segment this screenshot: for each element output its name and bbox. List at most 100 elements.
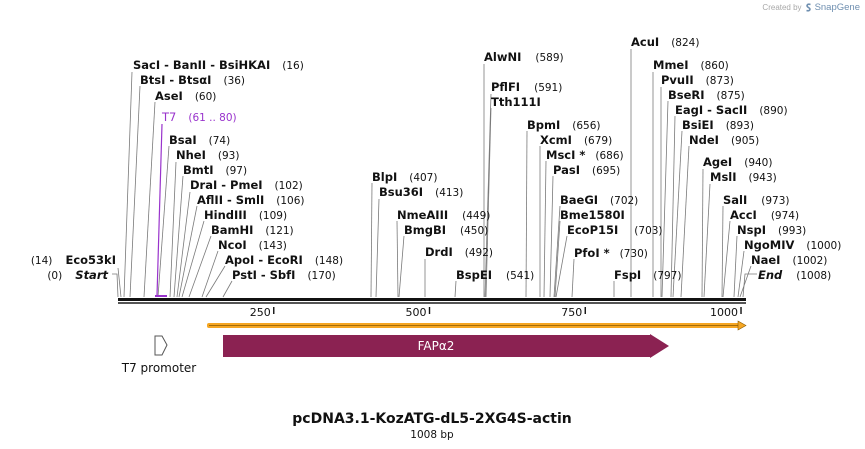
site-label-start[interactable]: (0) Start: [47, 264, 108, 283]
site-label-baegi[interactable]: BaeGI(702): [560, 193, 638, 207]
site-pos-start: (0): [47, 270, 62, 282]
site-label-pasi[interactable]: PasI(695): [553, 163, 620, 177]
site-pos-bamhi: (121): [265, 225, 293, 237]
site-pos-ecop15i: (703): [634, 225, 662, 237]
map-subtitle: 1008 bp: [410, 429, 454, 441]
site-label-msli[interactable]: MslI(943): [710, 170, 777, 184]
site-label-eagi[interactable]: EagI - SacII(890): [675, 103, 788, 117]
site-label-ecop15i[interactable]: EcoP15I(703): [567, 223, 663, 237]
credit-brand: SnapGene: [814, 2, 860, 13]
site-name-baegi: BaeGI: [560, 193, 598, 207]
site-name-psti: PstI - SbfI: [232, 268, 295, 282]
site-label-nhei[interactable]: NheI(93): [176, 148, 239, 162]
site-label-bsai[interactable]: BsaI(74): [169, 133, 230, 147]
site-label-ndei[interactable]: NdeI (905): [689, 133, 759, 147]
site-name-ndei: NdeI: [689, 133, 719, 147]
leader-nmeaiii: [396, 220, 399, 298]
site-pos-acui: (824): [671, 37, 699, 49]
leader-nspi: [733, 235, 738, 298]
t7-primer[interactable]: [155, 123, 167, 297]
leader-ndei: [680, 145, 690, 298]
site-label-mmei[interactable]: MmeI(860): [653, 58, 729, 72]
site-name-pvuii: PvuII: [661, 73, 694, 87]
site-label-bmgbi[interactable]: BmgBI(450): [404, 223, 488, 237]
site-label-nmeaiii[interactable]: NmeAIII(449): [397, 208, 490, 222]
site-label-alwni[interactable]: AlwNI(589): [484, 50, 564, 64]
site-label-naei[interactable]: NaeI(1002): [751, 253, 827, 267]
site-label-bsu36i[interactable]: Bsu36I(413): [379, 185, 463, 199]
site-label-msci[interactable]: MscI *(686): [546, 148, 624, 162]
site-label-ncoi[interactable]: NcoI(143): [218, 238, 287, 252]
site-label-pfoi[interactable]: PfoI *(730): [574, 246, 648, 260]
site-leader-lines: [112, 49, 757, 298]
site-name-bspei: BspEI: [456, 268, 492, 282]
leader-eagi: [670, 115, 676, 298]
created-by-credit: Created by SnapGene: [762, 2, 860, 13]
leader-sali: [721, 205, 724, 298]
site-pos-pflfi: (591): [534, 82, 562, 94]
site-pos-pfoi: (730): [620, 248, 648, 260]
leader-msli: [703, 183, 711, 298]
leader-bmti: [173, 175, 184, 298]
site-pos-drdi: (492): [465, 247, 493, 259]
ruler-tick-label-500: 500: [406, 306, 427, 319]
site-label-bpmi[interactable]: BpmI(656): [527, 118, 601, 132]
site-label-ngomiv[interactable]: NgoMIV(1000): [744, 238, 841, 252]
sequence-backbone: [118, 298, 746, 304]
leader-bamhi: [188, 235, 212, 298]
site-label-asei[interactable]: AseI(60): [155, 89, 216, 103]
site-label-psti[interactable]: PstI - SbfI(170): [232, 268, 336, 282]
site-label-fspi[interactable]: FspI(797): [614, 268, 681, 282]
site-pos-alwni: (589): [535, 52, 563, 64]
site-label-btsi[interactable]: BtsI - BtsαI(36): [140, 73, 245, 87]
site-name-asei: AseI: [155, 89, 183, 103]
site-label-bmti[interactable]: BmtI(97): [183, 163, 247, 177]
site-pos-blpi: (407): [409, 172, 437, 184]
site-pos-ngomiv: (1000): [806, 240, 841, 252]
site-name-msli: MslI: [710, 170, 737, 184]
site-label-end[interactable]: End(1008): [758, 268, 831, 282]
leader-tth111i: [485, 107, 492, 298]
site-label-nspi[interactable]: NspI(993): [737, 223, 806, 237]
site-pos-ndei: (905): [731, 135, 759, 147]
site-name-tth111i: Tth111I: [491, 95, 541, 109]
site-label-bseri[interactable]: BseRI(875): [668, 88, 745, 102]
site-label-drai[interactable]: DraI - PmeI(102): [190, 178, 303, 192]
site-label-bspei[interactable]: BspEI(541): [456, 268, 534, 282]
site-name-bpmi: BpmI: [527, 118, 560, 132]
site-label-drdi[interactable]: DrdI(492): [425, 245, 493, 259]
t7-promoter-label: T7 promoter: [121, 361, 197, 375]
site-label-bsiei[interactable]: BsiEI(893): [682, 118, 754, 132]
site-label-agei[interactable]: AgeI(940): [703, 155, 772, 169]
site-label-bme1580i[interactable]: Bme1580I: [560, 208, 625, 222]
site-pos-bmti: (97): [226, 165, 248, 177]
ruler-tick-label-250: 250: [250, 306, 271, 319]
site-name-nspi: NspI: [737, 223, 766, 237]
site-label-pvuii[interactable]: PvuII(873): [661, 73, 734, 87]
feature-fapa2[interactable]: FAPα2: [223, 334, 669, 358]
site-label-acui[interactable]: AcuI(824): [631, 35, 699, 49]
site-label-pflfi[interactable]: PflFI (591): [491, 80, 562, 94]
orf-arrow[interactable]: [207, 320, 747, 331]
site-label-bamhi[interactable]: BamHI(121): [211, 223, 294, 237]
site-pos-mmei: (860): [701, 60, 729, 72]
site-label-acci[interactable]: AccI(974): [730, 208, 799, 222]
site-label-t7[interactable]: T7(61 .. 80): [161, 110, 237, 124]
site-label-sali[interactable]: SalI(973): [723, 193, 790, 207]
site-label-blpi[interactable]: BlpI(407): [372, 170, 437, 184]
site-name-bseri: BseRI: [668, 88, 705, 102]
site-label-apoi[interactable]: ApoI - EcoRI(148): [225, 253, 343, 267]
site-label-xcmi[interactable]: XcmI(679): [540, 133, 612, 147]
site-name-saci: SacI - BanII - BsiHKAI: [133, 58, 270, 72]
site-name-pflfi: PflFI: [491, 80, 520, 94]
feature-t7-promoter[interactable]: T7 promoter: [121, 335, 197, 375]
leader-eco53ki: [117, 267, 122, 298]
site-pos-sali: (973): [761, 195, 789, 207]
site-label-eco53ki[interactable]: (14) Eco53kI: [31, 249, 116, 268]
site-label-saci[interactable]: SacI - BanII - BsiHKAI(16): [133, 58, 304, 72]
site-name-bmgbi: BmgBI: [404, 223, 446, 237]
site-label-tth111i[interactable]: Tth111I: [491, 95, 541, 109]
site-label-aflii[interactable]: AflII - SmlI(106): [197, 193, 304, 207]
site-label-hindiii[interactable]: HindIII(109): [204, 208, 287, 222]
